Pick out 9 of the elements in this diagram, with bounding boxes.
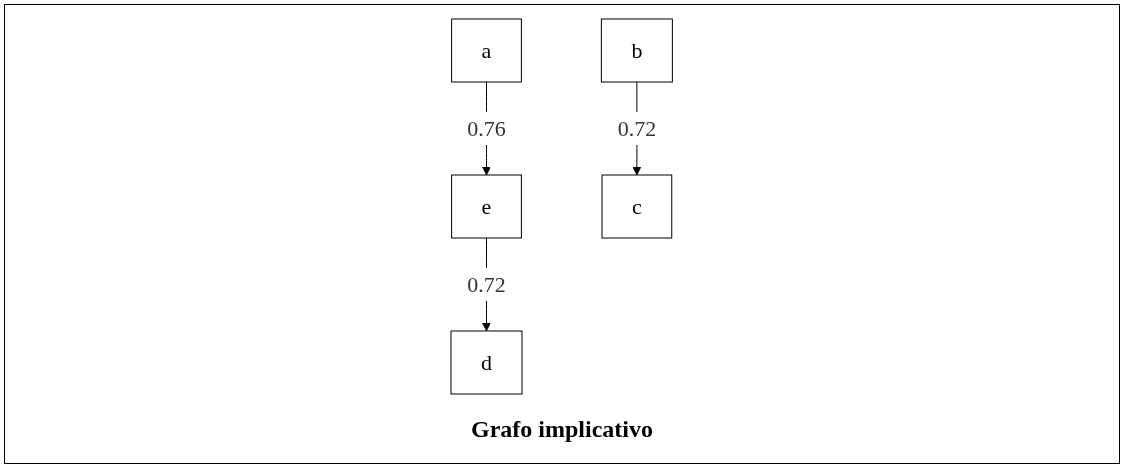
node-box: b (601, 18, 674, 83)
node-box: e (451, 174, 523, 239)
edge-label: 0.72 (467, 272, 507, 297)
edge-label: 0.72 (617, 116, 657, 141)
edge-label: 0.76 (467, 116, 507, 141)
caption: Grafo implicativo (471, 416, 653, 443)
node-box: d (450, 330, 523, 395)
node-box: a (451, 18, 523, 83)
node-box: c (601, 174, 673, 239)
